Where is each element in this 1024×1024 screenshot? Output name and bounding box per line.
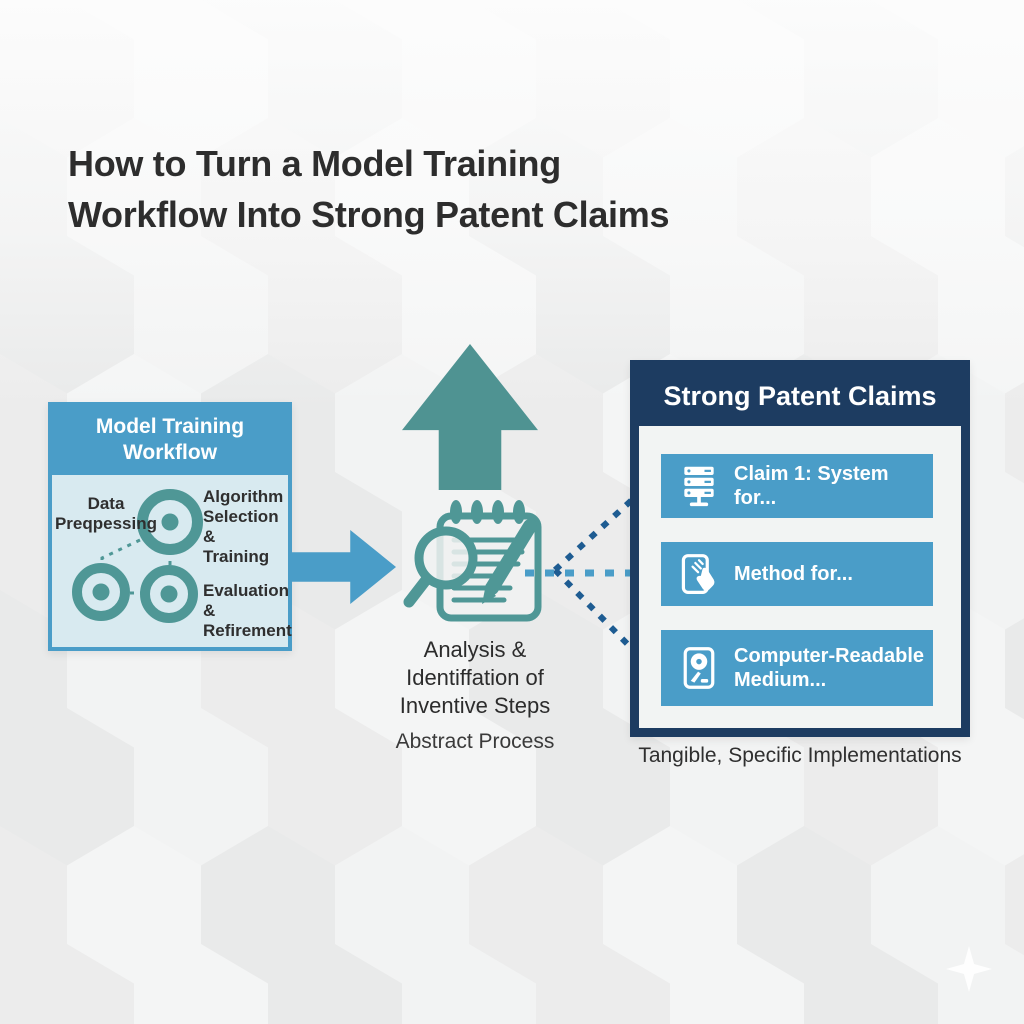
node-label-data-preprocessing: Data Preqpessing <box>54 494 158 534</box>
model-training-workflow-box: Model Training Workflow Data Preqpessing… <box>48 402 292 651</box>
claim-method-label: Method for... <box>734 563 853 585</box>
abstract-process-note: Abstract Process <box>395 729 555 753</box>
workflow-node-icon <box>72 563 130 621</box>
claim-medium-label: Computer-Readable Medium... <box>734 645 925 691</box>
node-label-algorithm-selection-training: Algorithm Selection & Training <box>203 487 284 567</box>
claim-medium-bar: Computer-Readable Medium... <box>661 630 933 706</box>
workflow-node-icon <box>140 565 198 623</box>
server-icon <box>684 466 714 507</box>
model-training-workflow-header: Model Training Workflow <box>52 406 288 476</box>
strong-patent-claims-header: Strong Patent Claims <box>639 369 961 426</box>
page-title: How to Turn a Model Training Workflow In… <box>68 138 669 240</box>
analysis-caption: Analysis & Identiffation of Inventive St… <box>360 636 590 755</box>
left-header-line1: Model Training <box>95 415 245 438</box>
page-title-line1: How to Turn a Model Training <box>68 143 561 184</box>
implementations-note: Tangible, Specific Implementations <box>638 744 962 767</box>
claim-1-label: Claim 1: System for... <box>734 463 889 509</box>
node-center-dot <box>161 513 179 531</box>
claims-list: Claim 1: System for... Method for... <box>639 426 961 706</box>
page-title-line2: Workflow Into Strong Patent Claims <box>68 194 670 236</box>
workflow-node-icon <box>137 489 203 555</box>
left-header-line2: Workflow <box>122 440 218 464</box>
disk-icon <box>683 647 715 689</box>
tablet-touch-icon <box>681 554 715 594</box>
node-center-dot <box>160 585 178 603</box>
claim-1-system-bar: Claim 1: System for... <box>661 454 933 518</box>
strong-patent-claims-box: Strong Patent Claims Claim 1: System for… <box>630 360 970 737</box>
claim-method-bar: Method for... <box>661 542 933 606</box>
magnifier-notepad-pencil-icon <box>403 500 542 622</box>
node-label-evaluation-refinement: Evaluation & Refirement <box>203 581 292 641</box>
node-center-dot <box>92 583 110 601</box>
